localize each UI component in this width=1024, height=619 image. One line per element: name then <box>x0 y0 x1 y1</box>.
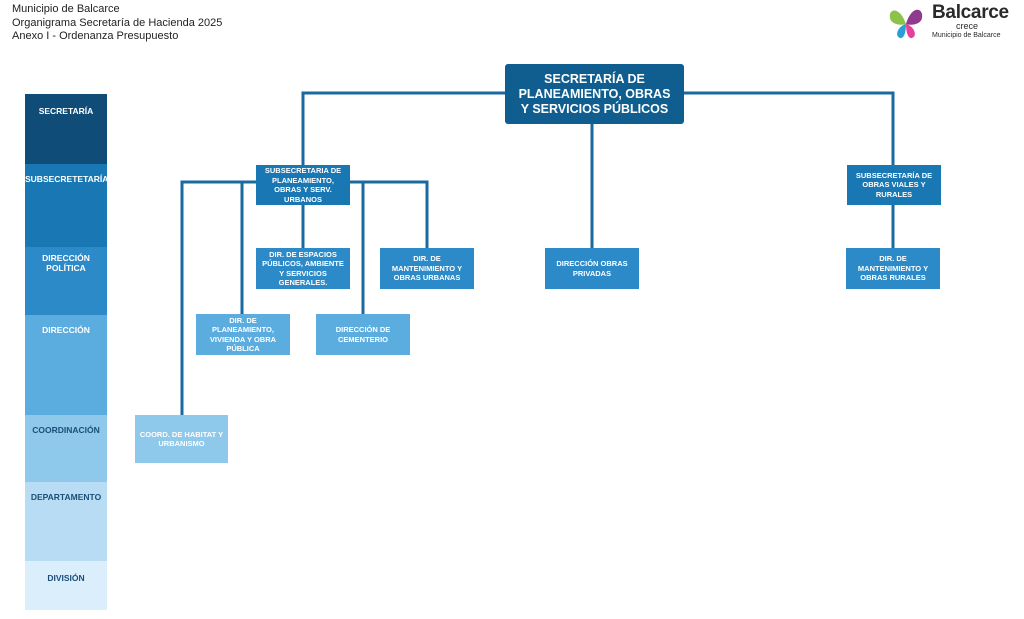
logo-wordmark: Balcarce <box>932 2 1009 23</box>
legend-label: SUBSECRETETARÍA <box>25 174 109 184</box>
legend-label: DIRECCIÓN <box>42 325 90 335</box>
node-label: DIR. DE PLANEAMIENTO, VIVIENDA Y OBRA PÚ… <box>209 315 277 354</box>
legend-departamento: DEPARTAMENTO <box>25 482 107 561</box>
node-label: DIRECCIÓN OBRAS PRIVADAS <box>556 259 628 278</box>
legend-label: DIVISIÓN <box>47 573 85 583</box>
node-dir-mantenimiento-urbanas: DIR. DE MANTENIMIENTO Y OBRAS URBANAS <box>380 248 474 289</box>
logo-tagline: crece <box>956 21 979 31</box>
balcarce-logo: Balcarce crece Municipio de Balcarce <box>886 2 1016 42</box>
legend-label: DEPARTAMENTO <box>30 492 102 502</box>
legend-label: COORDINACIÓN <box>32 425 100 435</box>
node-coord-habitat-urbanismo: COORD. DE HABITAT Y URBANISMO <box>135 415 228 463</box>
legend-direccion: DIRECCIÓN <box>25 315 107 415</box>
node-label: SUBSECRETARÍA DE OBRAS VIALES Y RURALES <box>855 170 933 199</box>
legend-label: DIRECCIÓN POLÍTICA <box>42 253 90 273</box>
node-label: DIR. DE MANTENIMIENTO Y OBRAS RURALES <box>857 254 929 283</box>
node-dir-planeamiento-vivienda: DIR. DE PLANEAMIENTO, VIVIENDA Y OBRA PÚ… <box>196 314 290 355</box>
node-dir-espacios-publicos: DIR. DE ESPACIOS PÚBLICOS, AMBIENTE Y SE… <box>256 248 350 289</box>
butterfly-icon <box>889 9 923 39</box>
node-secretaria: SECRETARÍA DE PLANEAMIENTO, OBRAS Y SERV… <box>505 64 684 124</box>
node-dir-mantenimiento-rurales: DIR. DE MANTENIMIENTO Y OBRAS RURALES <box>846 248 940 289</box>
node-subsecretaria-planeamiento: SUBSECRETARIA DE PLANEAMIENTO, OBRAS Y S… <box>256 165 350 205</box>
node-label: SUBSECRETARIA DE PLANEAMIENTO, OBRAS Y S… <box>264 166 342 204</box>
legend-division: DIVISIÓN <box>25 561 107 610</box>
node-label: DIR. DE MANTENIMIENTO Y OBRAS URBANAS <box>391 254 463 283</box>
document-header: Municipio de Balcarce Organigrama Secret… <box>12 3 222 44</box>
legend-secretaria: SECRETARÍA <box>25 94 107 164</box>
node-dir-cementerio: DIRECCIÓN DE CEMENTERIO <box>316 314 410 355</box>
node-subsecretaria-obras-viales: SUBSECRETARÍA DE OBRAS VIALES Y RURALES <box>847 165 941 205</box>
node-label: DIRECCIÓN DE CEMENTERIO <box>335 325 391 344</box>
header-municipality: Municipio de Balcarce <box>12 3 120 15</box>
header-annex: Anexo I - Ordenanza Presupuesto <box>12 30 179 42</box>
node-label: COORD. DE HABITAT Y URBANISMO <box>139 429 224 449</box>
legend-label: SECRETARÍA <box>38 106 94 116</box>
header-chart-title: Organigrama Secretaría de Hacienda 2025 <box>12 16 223 29</box>
node-dir-obras-privadas: DIRECCIÓN OBRAS PRIVADAS <box>545 248 639 289</box>
logo-subtitle: Municipio de Balcarce <box>932 32 1001 39</box>
node-label: SECRETARÍA DE PLANEAMIENTO, OBRAS Y SERV… <box>518 71 671 116</box>
legend-direccion-politica: DIRECCIÓN POLÍTICA <box>25 247 107 315</box>
legend-coordinacion: COORDINACIÓN <box>25 415 107 482</box>
legend-subsecretaria: SUBSECRETETARÍA <box>25 164 109 247</box>
node-label: DIR. DE ESPACIOS PÚBLICOS, AMBIENTE Y SE… <box>262 249 344 288</box>
